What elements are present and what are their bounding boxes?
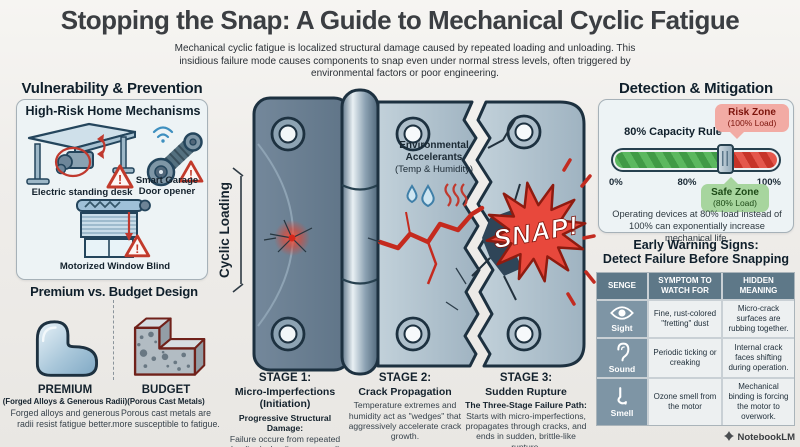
left-panel-heading: Vulnerability & Prevention	[21, 80, 203, 97]
table-cell: Internal crack faces shifting during ope…	[723, 339, 794, 377]
notebooklm-logo-icon	[724, 431, 735, 441]
risk-zone-title: Risk Zone	[728, 107, 776, 118]
svg-text:!: !	[189, 167, 193, 181]
table-cell: Mechanical binding is forcing the motor …	[723, 379, 794, 425]
budget-name: BUDGET	[141, 384, 191, 396]
stage-3: STAGE 3: Sudden Rupture The Three-Stage …	[462, 372, 590, 447]
stage-3-lead: The Three-Stage Failure Path:	[465, 400, 587, 411]
capacity-slider-track[interactable]	[611, 144, 781, 174]
tick-80: 80%	[677, 177, 697, 188]
col-header-sense: SENGE	[597, 273, 647, 299]
warning-icon: !	[124, 234, 151, 258]
warning-signs-table: SENGE SYMPTOM TO WATCH FOR HIDDEN MEANIN…	[596, 272, 795, 426]
garage-opener-icon: !	[146, 126, 204, 187]
right-panel-heading: Detection & Mitigation	[619, 80, 773, 97]
stage-3-body: Starts with micro-imperfections, propaga…	[465, 410, 587, 447]
tick-100: 100%	[756, 177, 781, 188]
table-row-sight-sense: Sight	[597, 301, 647, 337]
stage-2: STAGE 2: Crack Propagation Temperature e…	[348, 372, 462, 442]
col-header-symptom: SYMPTOM TO WATCH FOR	[649, 273, 721, 299]
table-cell: Ozone smell from the motor	[649, 379, 721, 425]
capacity-rule-description: Operating devices at 80% load instead of…	[612, 209, 782, 244]
eye-icon	[610, 306, 634, 320]
table-cell: Periodic ticking or creaking	[649, 339, 721, 377]
warning-signs-heading-line1: Early Warning Signs:	[633, 238, 759, 252]
attribution-text: NotebookLM	[737, 432, 795, 443]
stage-2-body: Temperature extremes and humidity act as…	[348, 400, 462, 442]
window-blind-icon: !	[76, 199, 151, 258]
stage-2-title: STAGE 2:	[378, 372, 432, 384]
warning-signs-heading: Early Warning Signs: Detect Failure Befo…	[596, 238, 796, 267]
environmental-label-3: (Temp & Humidity)	[395, 164, 473, 175]
wifi-icon	[152, 126, 174, 134]
risk-zone-subtitle: (100% Load)	[727, 117, 777, 128]
standing-desk-icon: !	[26, 122, 137, 189]
stage-1-body: Failure occure from repeated loading/unl…	[229, 433, 341, 447]
premium-block-icon	[35, 320, 98, 377]
design-comparison-heading: Premium vs. Budget Design	[30, 284, 198, 299]
hinge-pin	[340, 88, 380, 376]
stage-3-title: STAGE 3:	[499, 372, 553, 384]
cyclic-loading-label: Cyclic Loading	[217, 182, 232, 278]
stage-2-subtitle: Crack Propagation	[358, 385, 452, 398]
premium-subtitle: (Forged Alloys & Generous Radii)	[2, 397, 128, 406]
table-cell: Micro-crack surfaces are rubbing togethe…	[723, 301, 794, 337]
snap-emphasis-dashes	[562, 158, 596, 306]
table-row-sound-sense: Sound	[597, 339, 647, 377]
safe-zone-title: Safe Zone	[711, 187, 759, 198]
warning-signs-heading-line2: Detect Failure Before Snapping	[602, 252, 790, 267]
stage-1: STAGE 1: Micro-Imperfections (Initiation…	[224, 372, 346, 447]
premium-description: Forged alloys and generous radii resist …	[10, 408, 120, 429]
stage-3-subtitle: Sudden Rupture	[485, 385, 567, 398]
svg-text:!: !	[118, 172, 122, 187]
safe-zone-fill	[615, 152, 727, 168]
capacity-slider-handle[interactable]	[717, 144, 734, 174]
stage-1-subtitle: Micro-Imperfections (Initiation)	[234, 385, 336, 411]
capacity-rule-title: 80% Capacity Rule	[624, 126, 722, 138]
high-risk-card-title: High-Risk Home Mechanisms	[25, 104, 201, 118]
hinge-right-leaf	[376, 100, 481, 368]
safe-zone-callout: Safe Zone (80% Load)	[701, 176, 769, 213]
budget-description: Porous cast metals are more susceptible …	[112, 408, 220, 429]
snap-burst: SNAP!	[485, 181, 587, 283]
stage-1-title: STAGE 1:	[258, 372, 312, 384]
premium-name: PREMIUM	[37, 384, 93, 396]
page-subtitle: Mechanical cyclic fatigue is localized s…	[174, 43, 636, 79]
hinge-illustration: Cyclic Loading	[217, 88, 596, 376]
risk-zone-callout: Risk Zone (100% Load)	[715, 104, 789, 140]
crack-propagation	[367, 205, 485, 311]
ear-icon	[616, 342, 629, 362]
high-risk-item-garage-label: Smart Garage Door opener	[135, 175, 199, 197]
table-cell: Fine, rust-colored "fretting" dust	[649, 301, 721, 337]
page-title: Stopping the Snap: A Guide to Mechanical…	[60, 5, 740, 35]
stage-1-lead: Progressive Structural Damage:	[238, 412, 332, 434]
warning-icon: !	[178, 160, 204, 183]
high-risk-item-desk-label: Electric standing desk	[31, 187, 133, 198]
environmental-label-2: Accelerants	[406, 152, 463, 163]
attribution: NotebookLM	[600, 431, 795, 443]
capacity-rule-card: 80% Capacity Rule Risk Zone (100% Load) …	[598, 99, 794, 243]
safe-zone-subtitle: (80% Load)	[713, 197, 757, 208]
col-header-meaning: HIDDEN MEANING	[723, 273, 794, 299]
high-risk-item-blind-label: Motorized Window Blind	[59, 261, 171, 272]
warning-icon: !	[106, 164, 134, 189]
high-risk-card: High-Risk Home Mechanisms ! Electric sta…	[16, 99, 208, 280]
nose-icon	[617, 387, 627, 405]
budget-block-icon	[133, 317, 206, 376]
tick-0: 0%	[609, 177, 623, 188]
table-row-smell-sense: Smell	[597, 379, 647, 425]
environmental-label-1: Environmental	[399, 140, 469, 151]
budget-subtitle: (Porous Cast Metals)	[127, 397, 205, 406]
design-divider	[113, 300, 114, 380]
heat-icon	[444, 183, 468, 207]
water-droplet-icon	[406, 184, 435, 208]
svg-text:!: !	[135, 242, 139, 256]
risk-zone-fill	[727, 152, 777, 168]
